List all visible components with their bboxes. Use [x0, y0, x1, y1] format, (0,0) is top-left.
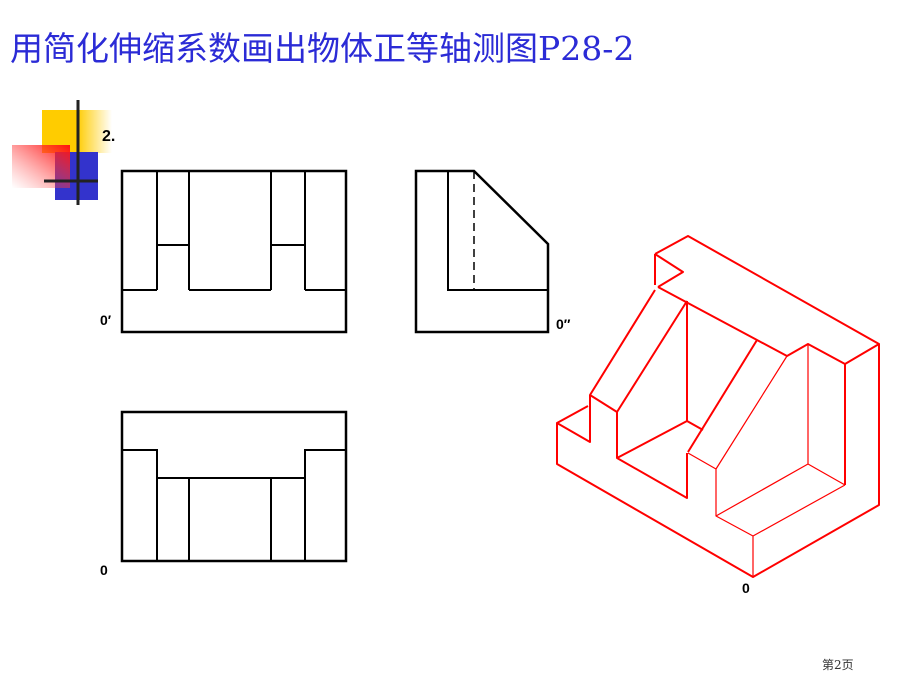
side-view-origin-label: 0″: [556, 316, 571, 332]
page-number: 第2页: [822, 658, 854, 672]
isometric-view: [556, 235, 880, 578]
top-view: [120, 410, 348, 563]
side-view: [414, 169, 550, 334]
problem-number: 2.: [102, 128, 116, 145]
front-view: [120, 169, 348, 334]
front-view-origin-label: 0′: [100, 312, 112, 328]
colored-squares-bullet-icon: [12, 100, 112, 205]
isometric-origin-label: 0: [742, 580, 750, 596]
slide-title: 用简化伸缩系数画出物体正等轴测图P28-2: [10, 29, 635, 68]
top-view-origin-label: 0: [100, 562, 108, 578]
